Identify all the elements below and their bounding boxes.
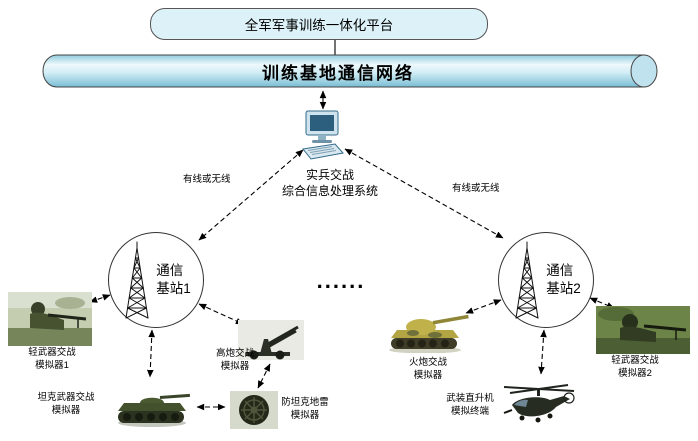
device-label-artillery: 火炮交战 模拟器 — [398, 357, 458, 383]
mine-image — [230, 391, 278, 429]
link-station1-tank — [147, 329, 155, 378]
link-processor-station2 — [344, 148, 504, 239]
station2-line1: 通信 — [546, 263, 574, 279]
antenna-tower-icon — [515, 241, 539, 319]
artillery-image — [389, 314, 469, 353]
device-label-light-weapon-2: 轻武器交战 模拟器2 — [600, 355, 670, 381]
label-line: 武装直升机 — [446, 393, 494, 404]
label-line: 防坦克地雷 — [281, 397, 329, 408]
link-processor-station1 — [198, 149, 304, 241]
link-station1-aagun — [198, 303, 244, 325]
base-station-1-node: 通信 基站1 — [108, 232, 204, 328]
soldier-photo-2 — [596, 306, 690, 354]
station1-line1: 通信 — [156, 263, 184, 279]
link-label-right: 有线或无线 — [452, 183, 500, 194]
device-label-anti-tank-mine: 防坦克地雷 模拟器 — [274, 397, 336, 423]
network-label-wrap: 训练基地通信网络 — [42, 54, 634, 88]
processor-label-line1: 实兵交战 — [305, 168, 354, 182]
processor-label-line2: 综合信息处理系统 — [281, 183, 378, 198]
device-label-light-weapon-1: 轻武器交战 模拟器1 — [6, 347, 98, 373]
base-station-2-node: 通信 基站2 — [498, 232, 594, 328]
more-stations-ellipsis: ...... — [316, 268, 366, 293]
label-line: 轻武器交战 — [611, 355, 659, 366]
link-station2-helicopter — [538, 329, 547, 375]
device-label-aa-gun: 高炮交战 模拟器 — [201, 348, 269, 374]
processor-label: 实兵交战 综合信息处理系统 — [250, 168, 410, 199]
label-line: 模拟器 — [413, 369, 443, 381]
link-station2-artillery — [465, 299, 502, 314]
station2-line2: 基站2 — [546, 281, 581, 296]
link-station1-soldier1 — [89, 294, 111, 303]
soldier-photo-1 — [8, 292, 92, 346]
label-line: 轻武器交战 — [28, 347, 76, 358]
link-label-left: 有线或无线 — [183, 174, 231, 185]
label-line: 模拟器 — [220, 360, 250, 372]
label-line: 模拟器2 — [618, 367, 652, 379]
antenna-tower-icon — [125, 241, 149, 319]
link-aagun-mine — [257, 363, 271, 389]
link-station2-soldier2 — [589, 297, 615, 309]
tank-image — [118, 393, 190, 427]
label-line: 模拟器 — [290, 409, 320, 421]
label-line: 模拟器 — [51, 404, 81, 416]
base-station-1-label: 通信 基站1 — [156, 262, 191, 297]
label-line: 模拟终端 — [450, 405, 489, 417]
label-line: 坦克武器交战 — [37, 392, 95, 403]
platform-node: 全军军事训练一体化平台 — [150, 8, 488, 40]
platform-label: 全军军事训练一体化平台 — [244, 18, 394, 33]
network-cylinder — [42, 54, 658, 88]
label-line: 高炮交战 — [215, 348, 254, 359]
station1-line2: 基站1 — [156, 281, 191, 296]
device-label-tank-weapon: 坦克武器交战 模拟器 — [22, 392, 110, 418]
computer-icon — [302, 110, 344, 160]
label-line: 模拟器1 — [35, 359, 69, 371]
aa-gun-image — [238, 320, 304, 360]
network-label: 训练基地通信网络 — [262, 63, 414, 83]
helicopter-image — [503, 384, 575, 423]
label-line: 火炮交战 — [408, 357, 447, 368]
device-label-helicopter: 武装直升机 模拟终端 — [440, 393, 500, 419]
base-station-2-label: 通信 基站2 — [546, 262, 581, 297]
